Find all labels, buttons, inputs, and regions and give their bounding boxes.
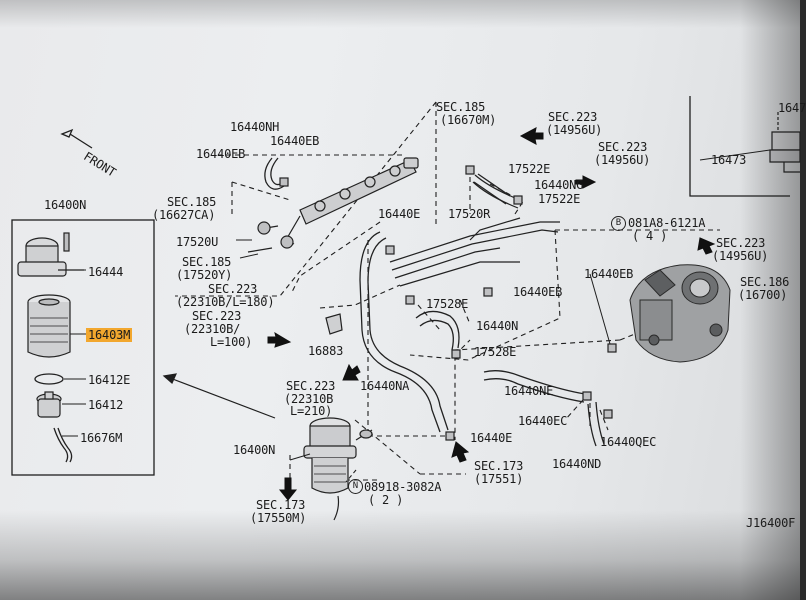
label-17520U: 17520U [176, 235, 219, 249]
label-16400N-low: 16400N [233, 443, 276, 457]
hose-16440NA [359, 231, 449, 433]
label-16440NG: 16440NG [534, 178, 584, 192]
label-17522E-b: 17522E [538, 192, 581, 206]
o-ring-16412E [34, 373, 64, 385]
sec223-l100-l3: L=100) [210, 335, 253, 349]
sec186-l2: (16700) [738, 288, 788, 302]
bolt-symbol-b: B [611, 216, 626, 231]
label-16440NE: 16440NE [504, 384, 554, 398]
sec223-top2-l1: SEC.223 [598, 140, 648, 154]
sec223-right-l2: (14956U) [712, 249, 769, 263]
callout-1647: 1647 [778, 101, 806, 115]
label-nut-08918: 08918-3082A [364, 480, 442, 494]
hose-16676M [53, 427, 73, 463]
sec173-bottom-l1: SEC.173 [256, 498, 306, 512]
lower-filter-16400N [303, 417, 373, 521]
filter-cartridge-16403M [27, 294, 71, 358]
sec185-left-l1: SEC.185 [167, 195, 217, 209]
label-16473: 16473 [711, 153, 747, 167]
label-16412E: 16412E [88, 373, 131, 387]
sec173-right-l1: SEC.173 [474, 459, 524, 473]
label-16440ND: 16440ND [552, 457, 602, 471]
label-16440E-mid: 16440E [378, 207, 421, 221]
label-16400N-top: 16400N [44, 198, 87, 212]
sec173-bottom-l2: (17550M) [250, 511, 307, 525]
sec223-l210-l1: SEC.223 [286, 379, 336, 393]
sec223-right-l1: SEC.223 [716, 236, 766, 250]
label-17522E-a: 17522E [508, 162, 551, 176]
sec223-l100-l2: (22310B/ [184, 322, 241, 336]
fuel-pump-16700 [629, 264, 731, 363]
label-16440N: 16440N [476, 319, 519, 333]
sec185-left-l2: (16627CA) [152, 208, 216, 222]
label-16412: 16412 [88, 398, 124, 412]
sec223-top1-l1: SEC.223 [548, 110, 598, 124]
drawing-id: J16400F [746, 516, 796, 530]
sec186-l1: SEC.186 [740, 275, 790, 289]
sec223-l180-l2: (22310B/L=180) [176, 295, 275, 309]
label-16440EB-b: 16440EB [196, 147, 246, 161]
label-16440NH: 16440NH [230, 120, 280, 134]
label-nut-qty: ( 2 ) [368, 493, 404, 507]
sec223-top2-l2: (14956U) [594, 153, 651, 167]
label-17528E-a: 17528E [426, 297, 469, 311]
label-16440EB-a: 16440EB [270, 134, 320, 148]
nut-symbol-n: N [348, 479, 363, 494]
sec185-top-l1: SEC.185 [436, 100, 486, 114]
sec223-l180-l1: SEC.223 [208, 282, 258, 296]
label-16440QEC: 16440QEC [600, 435, 657, 449]
label-16440EB-d: 16440EB [584, 267, 634, 281]
bolt-16473 [769, 112, 801, 173]
label-16676M: 16676M [80, 431, 123, 445]
label-16440E-low: 16440E [470, 431, 513, 445]
label-16440EC: 16440EC [518, 414, 568, 428]
bracket-16883 [325, 313, 343, 335]
front-arrow [60, 128, 93, 149]
sec185-mid-l2: (17520Y) [176, 268, 233, 282]
label-16444: 16444 [88, 265, 124, 279]
label-17528E-b: 17528E [474, 345, 517, 359]
label-bolt-qty: ( 4 ) [632, 229, 668, 243]
label-16440NA: 16440NA [360, 379, 410, 393]
sec223-l210-l3: L=210) [290, 404, 333, 418]
sec185-mid-l1: SEC.185 [182, 255, 232, 269]
sec223-top1-l2: (14956U) [546, 123, 603, 137]
fuel-rail-17520R [247, 157, 419, 253]
drain-plug-16412 [36, 391, 62, 418]
sec173-right-l2: (17551) [474, 472, 524, 486]
label-16403M: 16403M [86, 328, 133, 342]
label-16883: 16883 [308, 344, 344, 358]
label-17520R: 17520R [448, 207, 491, 221]
sec185-top-l2: (16670M) [440, 113, 497, 127]
label-bolt-081A8: 081A8-6121A [628, 216, 706, 230]
box-link-arrow [162, 373, 276, 419]
hose-16440N [415, 310, 460, 351]
sec223-l100-l1: SEC.223 [192, 309, 242, 323]
label-16440EB-c: 16440EB [513, 285, 563, 299]
